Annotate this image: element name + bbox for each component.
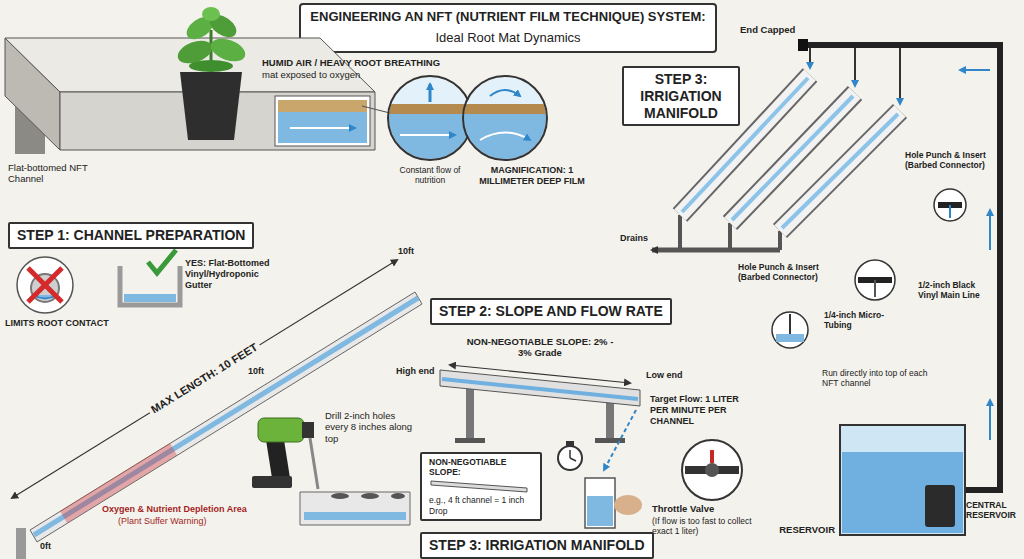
annotation: 0ft <box>40 541 51 552</box>
annotation: (If flow is too fast to collect exact 1 … <box>652 516 752 536</box>
measuring-beaker <box>585 478 642 528</box>
throttle-valve <box>682 440 742 500</box>
annotation: YES: Flat-Bottomed Vinyl/Hydroponic Gutt… <box>185 258 273 290</box>
annotation: LIMITS ROOT CONTACT <box>5 318 109 329</box>
step-header: STEP 2: SLOPE AND FLOW RATE <box>430 298 672 325</box>
annotation: HUMID AIR / HEAVY ROOT BREATHING <box>262 57 440 68</box>
annotation: High end <box>396 366 435 377</box>
node-heading: STEP 3: IRRIGATION MANIFOLD <box>429 537 645 554</box>
annotation: Drains <box>620 233 648 244</box>
annotation: Flat-bottomed NFT Channel <box>8 162 93 185</box>
annotation: 1/4-inch Micro-Tubing <box>824 310 902 330</box>
step-header: STEP 1: CHANNEL PREPARATION <box>8 222 254 249</box>
annotation: Low end <box>646 370 683 381</box>
annotation: Run directly into top of each NFT channe… <box>822 368 932 388</box>
step-header: STEP 3: IRRIGATION MANIFOLD <box>622 66 740 126</box>
annotation: (Plant Suffer Warning) <box>118 516 207 527</box>
node-body: e.g., 4 ft channel = 1 inch Drop <box>429 495 533 515</box>
leader-line <box>362 106 390 113</box>
node-heading: STEP 3: IRRIGATION MANIFOLD <box>631 71 731 121</box>
annotation: MAGNIFICATION: 1 MILLIMETER DEEP FILM <box>472 165 592 187</box>
flat-gutter-icon <box>120 250 180 305</box>
node-heading: STEP 2: SLOPE AND FLOW RATE <box>439 303 663 320</box>
annotation: RESERVOIR <box>770 524 835 535</box>
node-heading: NON-NEGOTIABLE SLOPE: <box>429 457 533 477</box>
annotation: CENTRAL RESERVOIR <box>966 500 1020 520</box>
annotation: Hole Punch & Insert (Barbed Connector) <box>905 150 989 170</box>
plant-pot <box>175 7 249 140</box>
annotation: NON-NEGOTIABLE SLOPE: 2% - 3% Grade <box>465 336 615 359</box>
annotation: Constant flow of nutrition <box>392 165 468 185</box>
small-gutter <box>300 492 410 525</box>
drill <box>252 418 318 489</box>
annotation: End Capped <box>740 24 795 35</box>
title-box <box>300 4 716 52</box>
node-heading: STEP 1: CHANNEL PREPARATION <box>17 227 245 244</box>
stopwatch <box>558 441 582 470</box>
note-box: NON-NEGOTIABLE SLOPE: e.g., 4 ft channel … <box>420 452 542 521</box>
long-gutter <box>12 260 422 559</box>
annotation: Hole Punch & Insert (Barbed Connector) <box>738 262 850 282</box>
title-text: ENGINEERING AN NFT (NUTRIENT FILM TECHNI… <box>300 9 716 25</box>
step-header: STEP 3: IRRIGATION MANIFOLD <box>420 532 654 559</box>
annotation: mat exposed to oxygen <box>262 69 360 80</box>
annotation: Target Flow: 1 LITER PER MINUTE PER CHAN… <box>650 394 750 426</box>
annotation: Drill 2-inch holes every 8 inches along … <box>325 410 417 444</box>
round-pipe-icon <box>17 257 73 313</box>
annotation: Throttle Valve <box>652 503 714 514</box>
reservoir <box>840 425 965 535</box>
annotation: 10ft <box>248 366 264 377</box>
subtitle: Ideal Root Mat Dynamics <box>300 30 716 46</box>
annotation: 10ft <box>398 246 414 257</box>
annotation: 1/2-inch Black Vinyl Main Line <box>918 280 990 300</box>
magnifier <box>385 70 550 170</box>
mini-slope <box>429 479 529 493</box>
annotation: Oxygen & Nutrient Depletion Area <box>102 504 247 515</box>
